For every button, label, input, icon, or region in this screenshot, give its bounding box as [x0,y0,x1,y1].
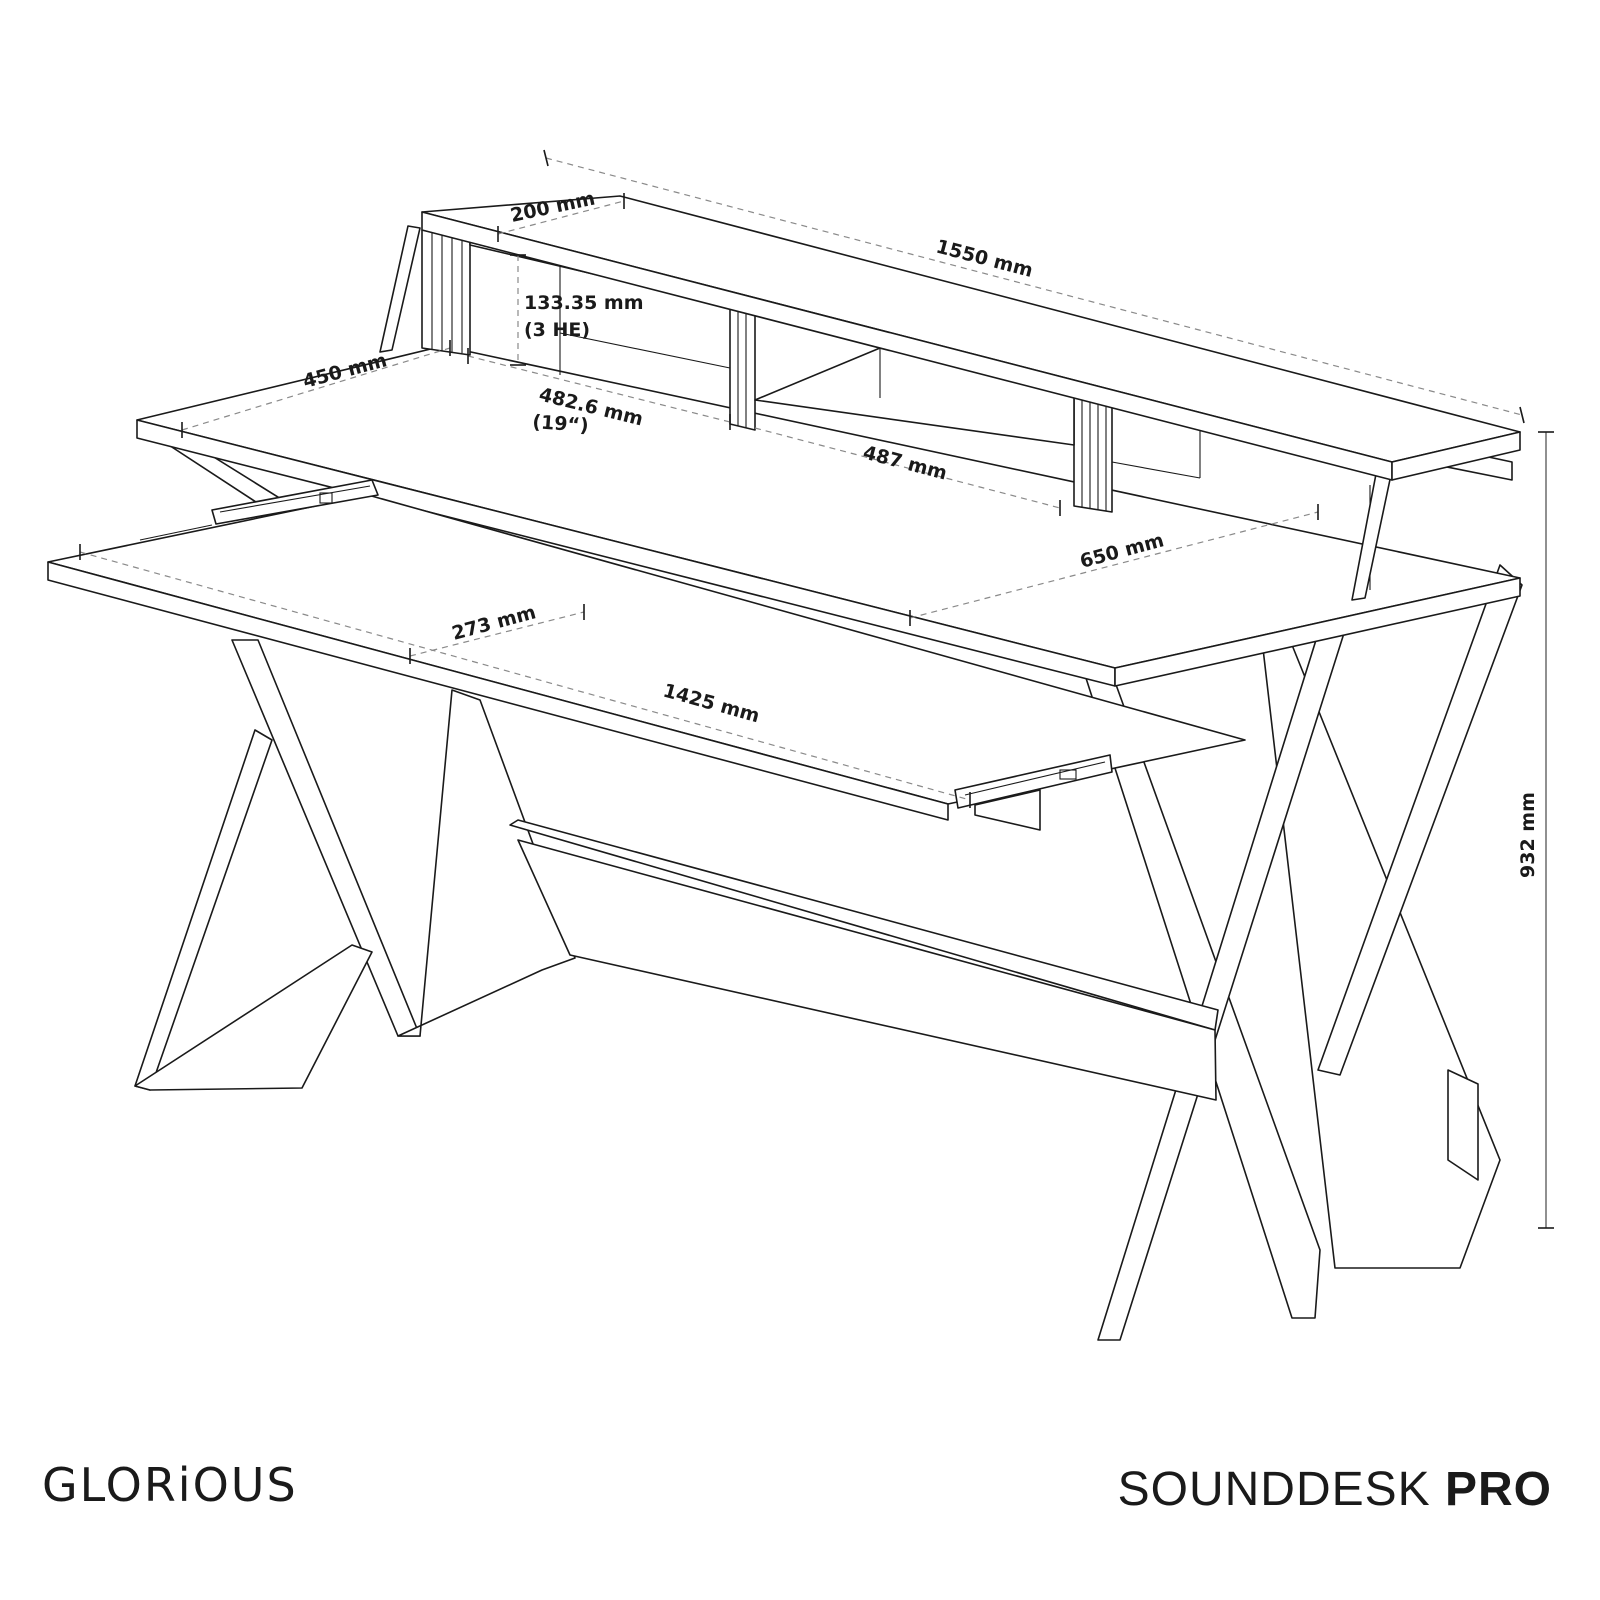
main-desktop [136,345,1521,687]
glorious-logo: GLORiOUS [42,1458,298,1512]
label-rack-height: 133.35 mm [524,292,644,314]
product-title: SOUNDDESK PRO [1118,1462,1552,1517]
top-shelf [421,195,1521,481]
keyboard-tray [47,479,1246,831]
lower-stretcher [509,819,1219,1101]
label-rack-height-units: (3 HE) [524,319,590,341]
product-name-bold: PRO [1444,1463,1552,1516]
product-name-light: SOUNDDESK [1117,1463,1445,1516]
label-height: 932 mm [1517,792,1539,878]
drawer-slide-left [211,479,379,525]
right-back-leg [1261,564,1523,1269]
label-rack-width-inch: (19“) [532,411,590,437]
dimension-lines [79,149,1554,1229]
drawer-slide-right [954,754,1113,809]
label-total-width: 1550 mm [934,236,1035,282]
